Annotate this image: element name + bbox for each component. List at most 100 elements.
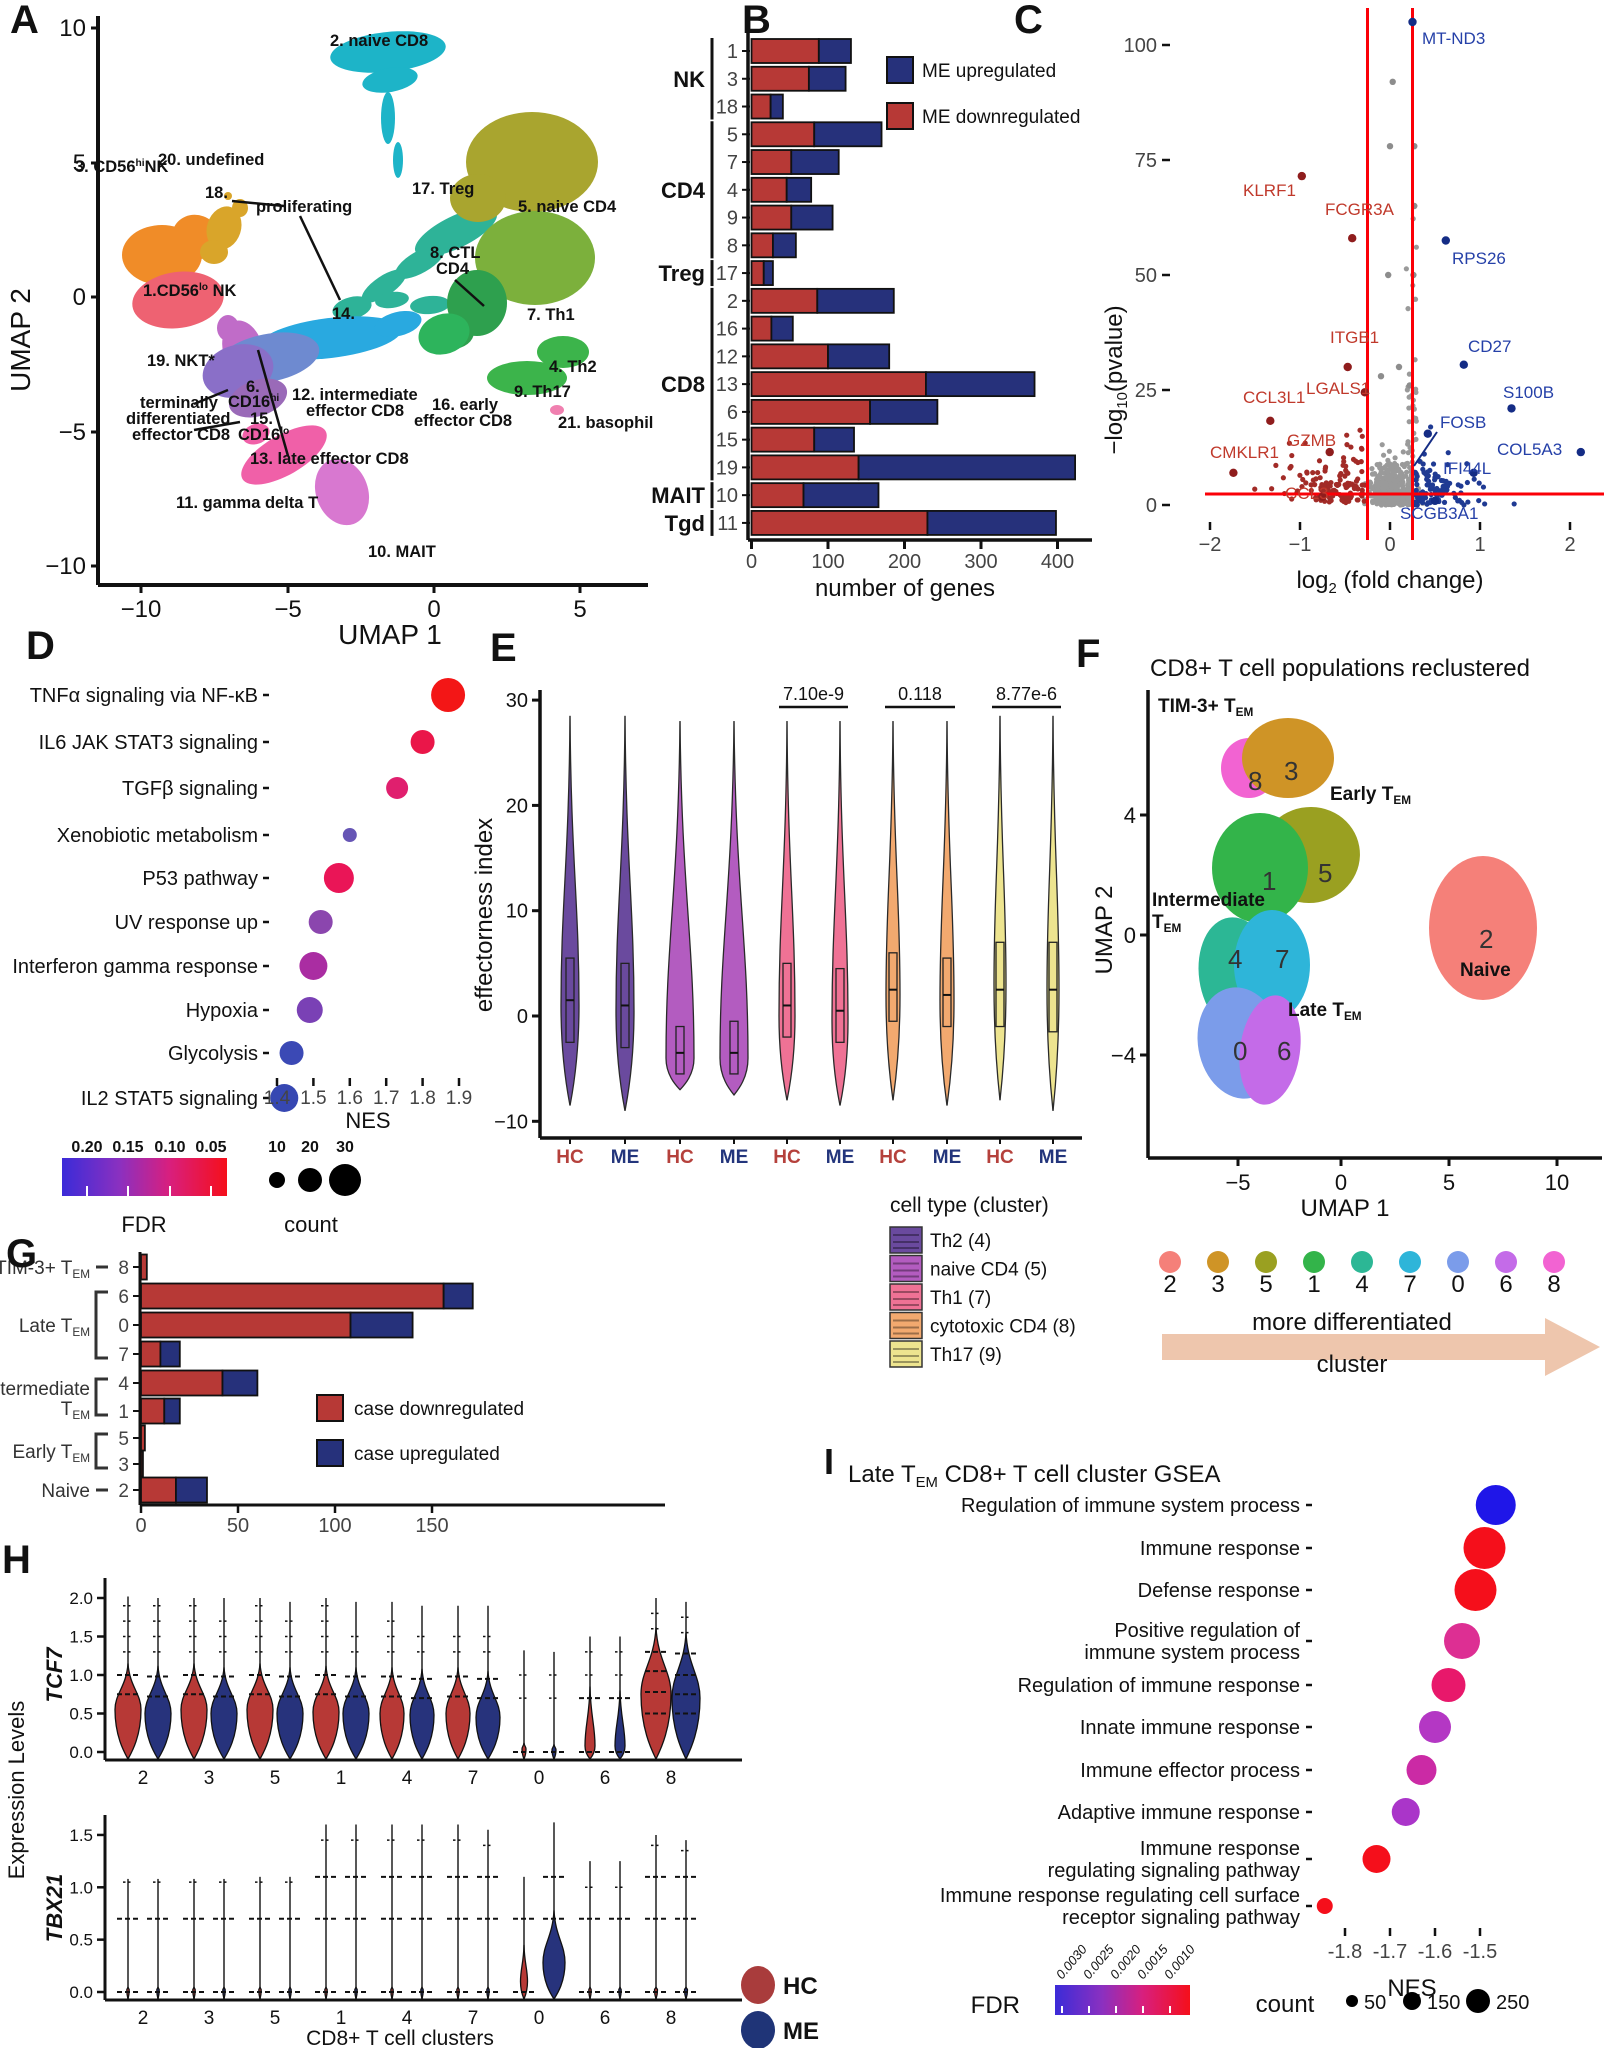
b-bar-down-9 xyxy=(750,204,793,231)
c-point xyxy=(1383,480,1389,487)
c-point xyxy=(1348,444,1354,450)
g-bar-up-4 xyxy=(221,1369,259,1397)
c-x-tick-label: 1 xyxy=(1474,534,1485,556)
g-row-label: 1 xyxy=(118,1402,129,1423)
g-bar-down-7 xyxy=(140,1340,162,1368)
a-cluster-blob xyxy=(232,199,248,217)
d-x-axis-label: NES xyxy=(345,1108,390,1133)
f-x-tick-label: 5 xyxy=(1443,1170,1455,1195)
h-gene-label-tbx21: TBX21 xyxy=(42,1874,67,1942)
c-point xyxy=(1440,478,1446,484)
a-cluster-label: 21. basophil xyxy=(558,414,653,432)
c-point xyxy=(1461,502,1467,508)
b-row-label: 9 xyxy=(727,208,738,230)
b-row-label: 6 xyxy=(727,402,738,424)
f-x-tick-label: −5 xyxy=(1225,1170,1250,1195)
e-violin-Th1 (7) xyxy=(778,721,796,1101)
i-pathway-label: Immune response regulating cell surface xyxy=(940,1885,1300,1907)
c-point xyxy=(1299,483,1305,490)
e-legend-label: Th1 (7) xyxy=(930,1288,991,1309)
a-cluster-label: 19. NKT* xyxy=(147,352,215,370)
c-point xyxy=(1353,478,1360,484)
a-cluster-blob xyxy=(418,313,470,355)
d-pathway-label: TGFβ signaling xyxy=(122,778,258,800)
panel-c-letter: C xyxy=(1014,0,1043,42)
f-legend-number-0: 0 xyxy=(1451,1271,1464,1298)
c-point xyxy=(1404,460,1411,466)
c-point xyxy=(1441,499,1448,505)
c-point xyxy=(1300,476,1306,483)
g-row-label: 2 xyxy=(118,1481,129,1502)
c-point xyxy=(1442,483,1448,489)
h-y-tick-label: 1.0 xyxy=(69,1878,93,1897)
c-point xyxy=(1482,501,1488,507)
panel-d-letter: D xyxy=(26,624,55,668)
a-cluster-label: 14. xyxy=(332,305,355,323)
i-pathway-label: Adaptive immune response xyxy=(1058,1802,1300,1824)
c-point xyxy=(1464,461,1470,467)
f-title: CD8+ T cell populations reclustered xyxy=(1150,655,1530,682)
b-group-label: Treg xyxy=(659,261,705,286)
c-point xyxy=(1392,455,1398,461)
e-violin-Th2 (4) xyxy=(560,715,580,1106)
c-point xyxy=(1316,458,1323,464)
b-bar-up-11 xyxy=(926,510,1057,536)
i-dot-1 xyxy=(1463,1527,1506,1569)
c-point xyxy=(1406,394,1412,400)
a-y-tick-label: −5 xyxy=(59,419,86,446)
i-count-label: count xyxy=(1256,1991,1315,2018)
c-gene-label-IFI44L: IFI44L xyxy=(1443,459,1491,478)
g-row-label: 4 xyxy=(118,1374,129,1395)
b-legend-label-down: ME downregulated xyxy=(922,107,1080,128)
e-x-label-ME: ME xyxy=(933,1147,962,1168)
f-cluster-number-3: 3 xyxy=(1284,756,1298,786)
c-gene-label-CCL3: CCL3 xyxy=(1285,484,1328,503)
c-point-gray xyxy=(1377,373,1385,380)
c-point xyxy=(1375,487,1381,494)
a-y-tick-label: 0 xyxy=(73,284,86,311)
c-point xyxy=(1308,487,1314,494)
c-point xyxy=(1445,450,1451,456)
c-point xyxy=(1342,473,1348,479)
g-bar-up-6 xyxy=(442,1282,474,1310)
c-point xyxy=(1359,468,1365,475)
c-point xyxy=(1289,496,1295,502)
e-violin-cytotoxic CD4 (8) xyxy=(885,721,901,1101)
d-pathway-label: TNFα signaling via NF-κB xyxy=(30,685,258,707)
a-cluster-blob xyxy=(362,67,418,93)
c-gene-dot-KLRF1 xyxy=(1297,171,1307,181)
a-cluster-blob xyxy=(487,361,567,395)
f-legend-dot-1 xyxy=(1303,1251,1325,1273)
b-x-tick-label: 200 xyxy=(888,551,921,573)
c-point xyxy=(1288,463,1294,470)
c-x-axis-label: log2 (fold change) xyxy=(1296,567,1483,597)
h-y-tick-label: 1.5 xyxy=(69,1628,93,1647)
a-cluster-blob xyxy=(224,192,232,200)
b-bar-up-9 xyxy=(790,204,834,231)
c-gene-label-ITGB1: ITGB1 xyxy=(1330,328,1379,347)
a-cluster-blob xyxy=(393,142,403,178)
b-bar-down-1 xyxy=(750,38,820,64)
panel-g-letter: G xyxy=(6,1232,38,1276)
g-bar-down-1 xyxy=(140,1397,166,1425)
b-bar-down-13 xyxy=(750,371,927,398)
g-bar-up-0 xyxy=(349,1311,414,1339)
c-point xyxy=(1387,499,1393,506)
f-cluster-number-0: 0 xyxy=(1233,1036,1247,1066)
c-point xyxy=(1342,482,1348,488)
c-point xyxy=(1340,462,1346,468)
a-cluster-blob xyxy=(475,211,595,305)
h-violin-me-3 xyxy=(210,1667,238,1761)
c-point xyxy=(1413,477,1419,483)
c-point-gray xyxy=(1385,271,1392,279)
e-violin-cytotoxic CD4 (8) xyxy=(939,721,955,1106)
f-legend-number-1: 1 xyxy=(1307,1271,1320,1298)
b-bar-down-18 xyxy=(750,93,772,120)
a-leader-line xyxy=(454,279,485,307)
g-row-label: 7 xyxy=(118,1345,129,1366)
b-bar-down-19 xyxy=(750,454,860,481)
g-bar-down-3 xyxy=(140,1450,144,1478)
h-violin-me-8 xyxy=(671,1632,701,1761)
i-pathway-label-2: receptor signaling pathway xyxy=(1062,1907,1300,1929)
h-y-tick-label: 0.0 xyxy=(69,1743,93,1762)
